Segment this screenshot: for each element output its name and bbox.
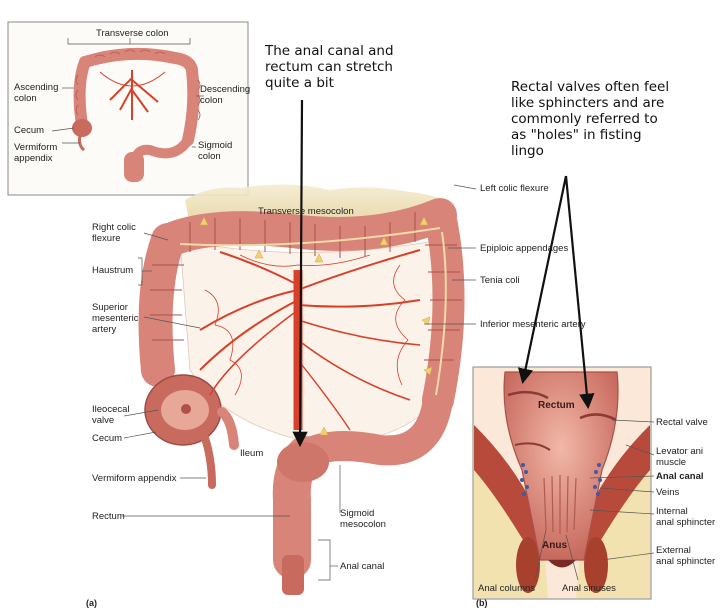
valve-arrow-right <box>564 175 595 410</box>
panel-letter-a: (a) <box>86 598 97 608</box>
panel-b-label-anal-columns: Anal columns <box>478 583 536 594</box>
valve-arrow-left <box>517 175 568 385</box>
annotation-arrows <box>292 99 595 448</box>
panel-b-inner-rectum: Rectum <box>538 400 575 411</box>
label-epiploic-appendages: Epiploic appendages <box>480 243 569 254</box>
inset-diagram <box>7 21 249 196</box>
label-haustrum: Haustrum <box>92 265 134 276</box>
label-cecum: Cecum <box>92 433 123 444</box>
stretch-arrow <box>292 99 308 448</box>
panel-b-label-anal-canal: Anal canal <box>656 471 704 482</box>
panel-letter-b: (b) <box>476 598 488 608</box>
panel-b-diagram <box>472 366 655 600</box>
inset-label-cecum: Cecum <box>14 125 45 136</box>
panel-b-label-anal-sinuses: Anal sinuses <box>562 583 616 594</box>
panel-b-label-rectal-valve: Rectal valve <box>656 417 708 428</box>
stretch-annotation: The anal canal and rectum can stretch qu… <box>265 43 394 91</box>
panel-b-inner-anus: Anus <box>542 540 567 551</box>
label-rectum: Rectum <box>92 511 125 522</box>
label-inferior-mesenteric-artery: Inferior mesenteric artery <box>480 319 586 330</box>
label-transverse-mesocolon: Transverse mesocolon <box>258 206 354 217</box>
label-ileum: Ileum <box>240 448 264 459</box>
label-tenia-coli: Tenia coli <box>480 275 520 286</box>
label-anal-canal: Anal canal <box>340 561 385 572</box>
main-colon-diagram <box>122 184 477 595</box>
panel-b-label-veins: Veins <box>656 487 680 498</box>
valves-annotation: Rectal valves often feel like sphincters… <box>511 79 670 159</box>
label-vermiform-appendix: Vermiform appendix <box>92 473 177 484</box>
label-left-colic-flexure: Left colic flexure <box>480 183 549 194</box>
inset-label-transverse-colon: Transverse colon <box>96 28 169 39</box>
